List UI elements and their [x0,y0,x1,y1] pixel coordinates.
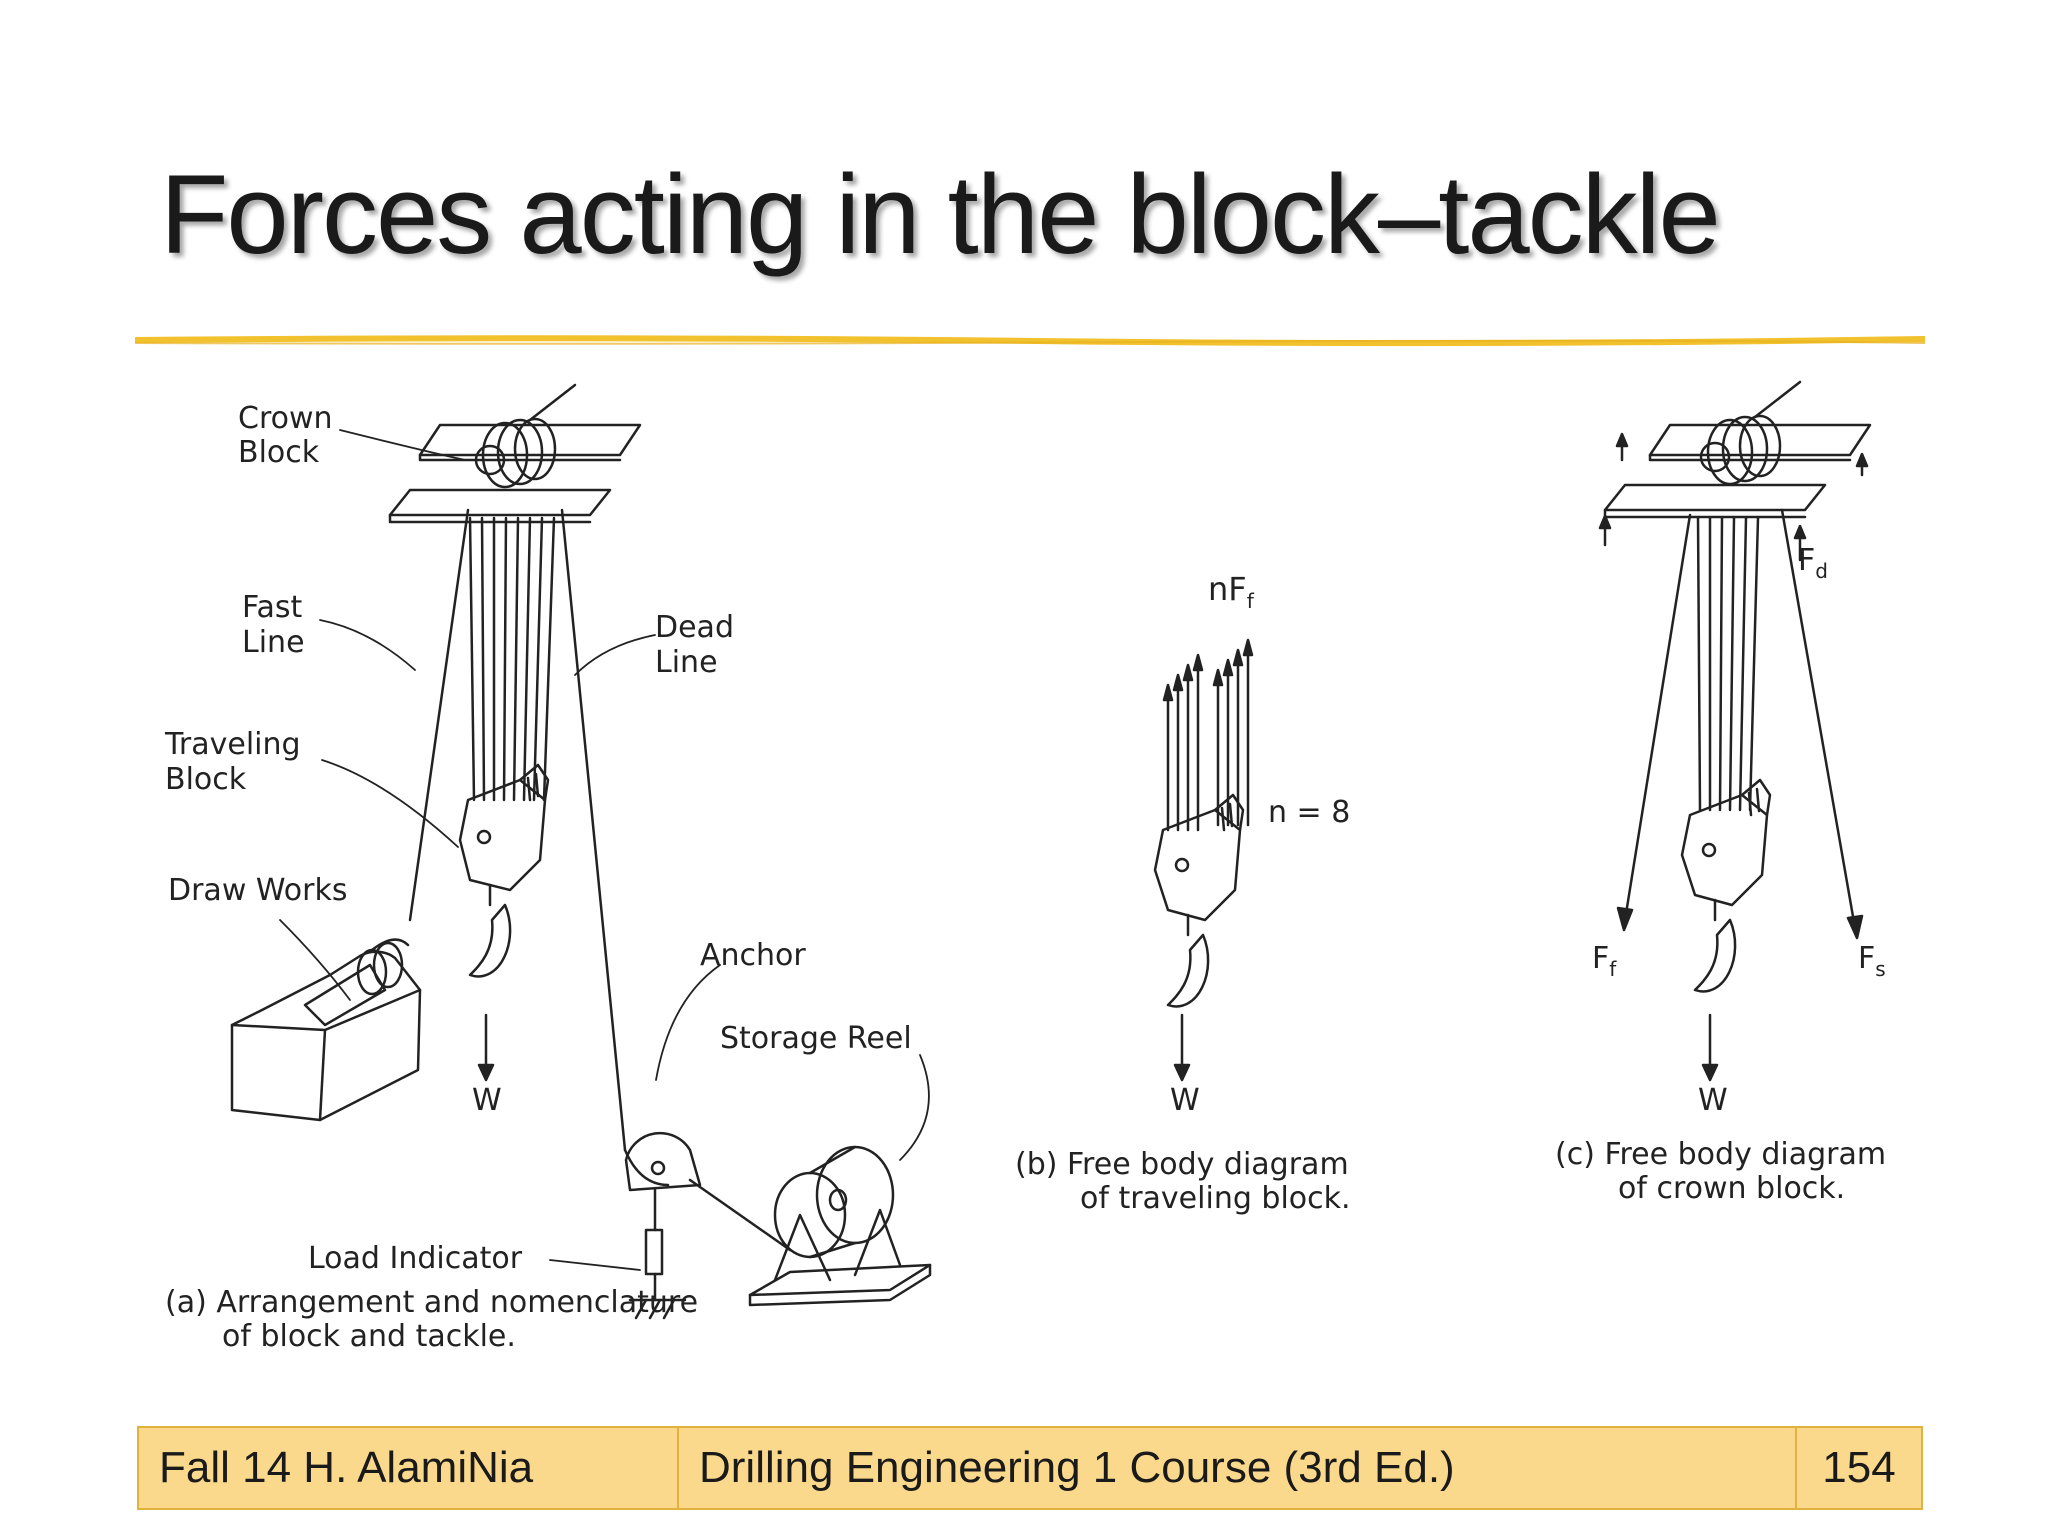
label-traveling-block-2: Block [165,762,247,797]
caption-a-2: of block and tackle. [222,1319,516,1354]
block-tackle-figure: Crown Block Fast Line Dead Line Travelin… [164,380,1886,1354]
anchor-drawing [624,1131,702,1320]
hoisting-lines [408,508,792,1252]
crown-block-fbd [1598,380,1872,1082]
label-anchor: Anchor [700,938,806,973]
caption-b-2: of traveling block. [1080,1181,1351,1216]
caption-b-1: (b) Free body diagram [1015,1147,1349,1182]
label-nff: nFf [1208,570,1255,613]
caption-c-1: (c) Free body diagram [1555,1137,1886,1172]
label-draw-works: Draw Works [168,873,348,908]
label-ff: Ff [1592,941,1617,981]
footer-course: Drilling Engineering 1 Course (3rd Ed.) [679,1428,1797,1508]
label-crown-block-1: Crown [238,401,333,436]
label-fast-line-1: Fast [242,590,303,625]
caption-a-1: (a) Arrangement and nomenclature [165,1285,698,1320]
footer-page-number: 154 [1822,1443,1896,1492]
label-storage-reel: Storage Reel [720,1021,912,1056]
footer-author: Fall 14 H. AlamiNia [139,1428,679,1508]
label-load-indicator: Load Indicator [308,1241,523,1276]
storage-reel-drawing [748,1145,932,1307]
label-crown-block-2: Block [238,435,320,470]
traveling-block-drawing [458,763,550,1082]
slide-footer: Fall 14 H. AlamiNia Drilling Engineering… [137,1426,1923,1510]
slide-title: Forces acting in the block–tackle [160,152,1721,277]
caption-c-2: of crown block. [1618,1171,1845,1206]
draw-works-drawing [230,938,422,1122]
label-dead-line-2: Line [655,645,718,680]
label-dead-line-1: Dead [655,610,734,645]
label-fd: Fd [1798,543,1828,583]
label-weight-b: W [1170,1083,1200,1118]
traveling-block-fbd [1153,638,1254,1082]
label-n-equals: n = 8 [1268,795,1350,830]
leader-lines-a [279,429,930,1271]
label-traveling-block-1: Traveling [164,727,301,762]
label-weight-c: W [1698,1083,1728,1118]
crown-block-drawing [388,383,642,524]
label-fast-line-2: Line [242,625,305,660]
label-fs: Fs [1858,941,1886,981]
label-weight-a: W [472,1083,502,1118]
title-divider [135,335,1925,347]
